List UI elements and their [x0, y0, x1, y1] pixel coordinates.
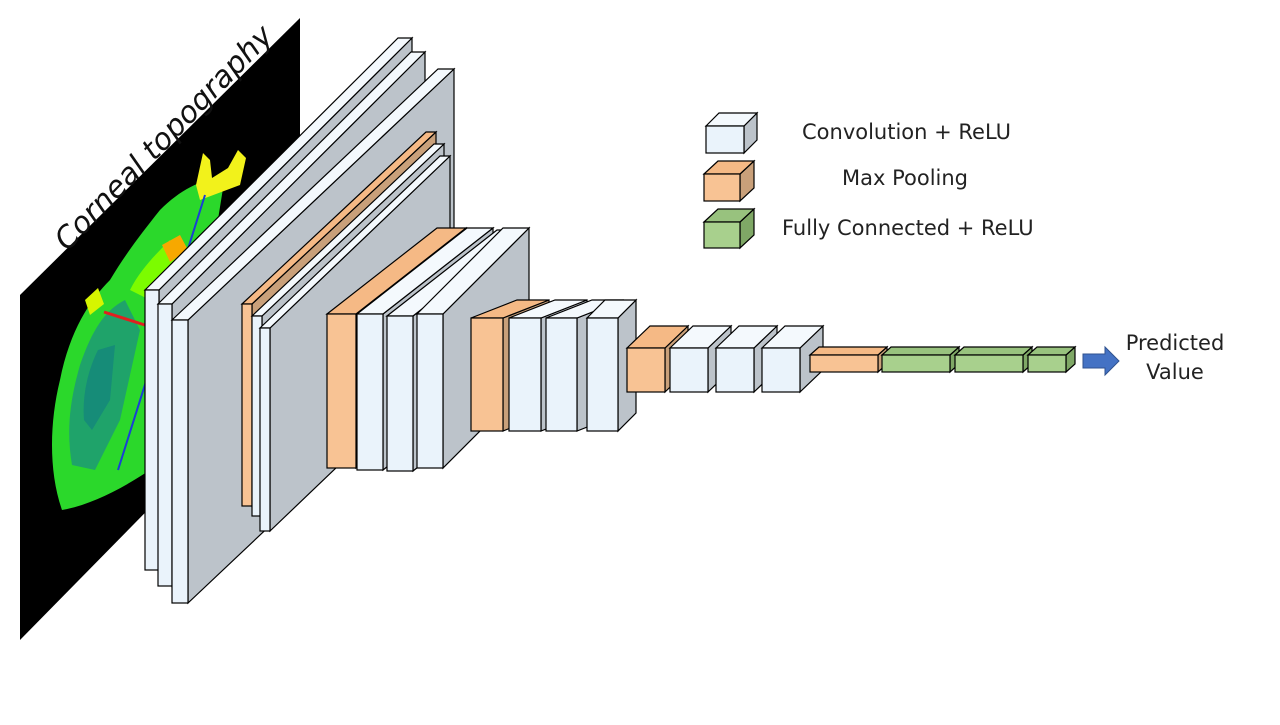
fc-layer-1-top [880, 346, 961, 356]
conv-layer-11-front [586, 317, 619, 432]
fc-layer-3 [1026, 345, 1077, 374]
legend-fc-icon-front [703, 221, 741, 249]
conv-layer-2-front [157, 303, 173, 587]
topography-axis-red [103, 310, 149, 328]
legend-pool-label: Max Pooling [842, 166, 969, 190]
conv-layer-13-front [715, 347, 755, 393]
legend-conv-icon [704, 111, 759, 155]
legend-conv-icon-front [705, 125, 745, 154]
legend-group [702, 111, 759, 250]
predicted-label-line2: Value [1146, 360, 1204, 384]
predicted-label-line1: Predicted [1125, 331, 1225, 355]
conv-layer-14-front [761, 347, 801, 393]
pool-layer-1-front [241, 303, 253, 507]
conv-layer-14 [760, 324, 825, 394]
conv-layer-6-front [356, 313, 384, 471]
pool-layer-5-top [808, 346, 889, 356]
fc-layer-1 [880, 345, 961, 374]
pool-layer-5 [808, 345, 889, 374]
conv-layer-5-front [259, 327, 271, 532]
fc-layer-2-front [954, 354, 1024, 373]
topography-map-peak [196, 150, 246, 200]
topography-map-core [83, 345, 115, 430]
fc-layer-3-top [1026, 346, 1077, 356]
fc-layer-1-front [881, 354, 951, 373]
conv-layer-9-front [508, 317, 542, 432]
conv-layer-8-front [416, 313, 444, 469]
conv-layer-12-front [669, 347, 709, 393]
conv-layer-1-front [144, 289, 160, 571]
pool-layer-4-front [626, 347, 666, 393]
pool-layer-5-front [809, 354, 879, 373]
legend-conv-label: Convolution + ReLU [802, 120, 1012, 144]
legend-pool-icon-front [703, 173, 741, 202]
pool-layer-2-front [326, 313, 357, 469]
legend-fc-icon [702, 207, 756, 250]
pool-layer-3-front [470, 317, 504, 432]
fc-layer-2-top [953, 346, 1034, 356]
fc-layer-3-front [1027, 354, 1067, 373]
predicted-value-label: Predicted Value [1115, 329, 1235, 387]
legend-pool-icon [702, 159, 756, 203]
legend-fc-label: Fully Connected + ReLU [782, 216, 1034, 240]
conv-layer-3-front [171, 319, 189, 604]
conv-layer-10-front [545, 317, 578, 432]
output-arrow-icon [1082, 345, 1120, 377]
topography-map-warm [162, 235, 188, 262]
fc-layer-2 [953, 345, 1034, 374]
layers-group [143, 36, 1077, 605]
conv-layer-7-front [386, 315, 414, 472]
